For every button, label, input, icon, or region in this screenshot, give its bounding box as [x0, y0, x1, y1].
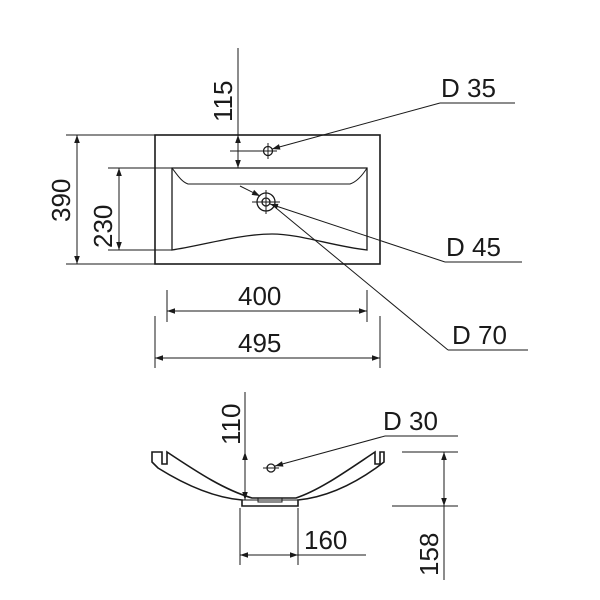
leader-d30: D 30 — [274, 406, 458, 467]
dimension-160-label: 160 — [304, 525, 347, 555]
tap-hole — [259, 143, 277, 159]
dimension-115: 115 — [208, 48, 260, 168]
dimension-158: 158 — [392, 451, 458, 580]
leader-d35: D 35 — [271, 73, 515, 150]
dimension-110: 110 — [216, 392, 248, 500]
dimension-400: 400 — [166, 281, 368, 322]
dimension-230: 230 — [88, 167, 172, 251]
dimension-495-label: 495 — [238, 328, 281, 358]
dimension-230-label: 230 — [88, 205, 118, 248]
dimension-158-label: 158 — [414, 533, 444, 576]
top-view: 115 D 35 D 45 D 70 390 — [46, 48, 528, 368]
dimension-390-label: 390 — [46, 179, 76, 222]
dimension-110-label: 110 — [216, 404, 246, 445]
drain — [252, 190, 280, 214]
label-d35: D 35 — [441, 73, 496, 103]
label-d45: D 45 — [446, 232, 501, 262]
inner-bowl-slope — [171, 167, 368, 185]
side-view: 110 D 30 160 158 — [151, 392, 458, 580]
side-profile — [151, 450, 385, 507]
leader-d70: D 70 — [239, 185, 528, 351]
label-d70: D 70 — [452, 320, 507, 350]
dimension-390: 390 — [46, 134, 155, 265]
dimension-400-label: 400 — [238, 281, 281, 311]
inner-bowl — [171, 167, 368, 251]
leader-d45: D 45 — [269, 203, 522, 263]
dimension-160: 160 — [239, 508, 366, 565]
dimension-495: 495 — [154, 316, 381, 368]
dimension-115-label: 115 — [208, 81, 238, 122]
label-d30: D 30 — [383, 406, 438, 436]
side-hole — [263, 463, 279, 473]
